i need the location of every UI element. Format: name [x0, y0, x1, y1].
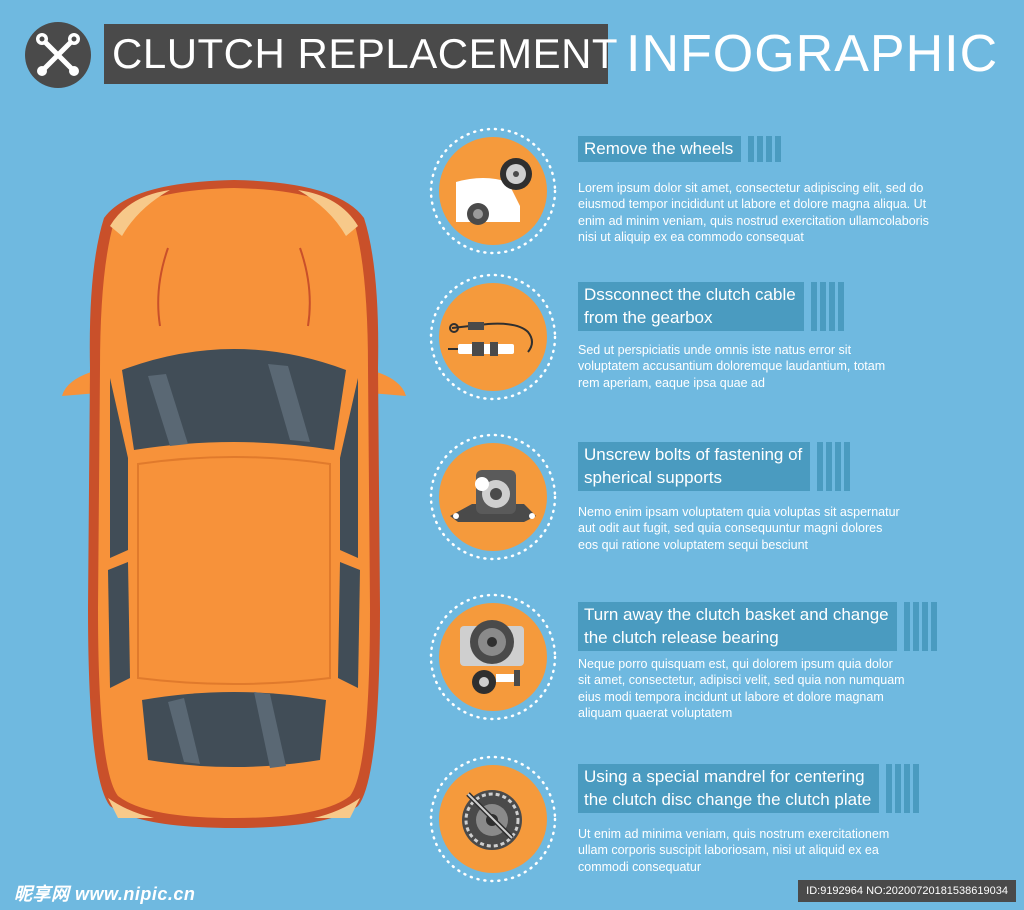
- step-4-header: Turn away the clutch basket and change t…: [578, 602, 937, 651]
- step-5-stripes: [883, 764, 920, 813]
- step-3-header: Unscrew bolts of fastening of spherical …: [578, 442, 851, 491]
- step-2-stripes: [808, 282, 844, 331]
- left-headlight: [110, 190, 170, 236]
- step-1-header: Remove the wheels: [578, 136, 782, 162]
- step-5-description: Ut enim ad minima veniam, quis nostrum e…: [578, 827, 890, 874]
- clutch-cable-icon: [428, 272, 558, 402]
- left-side-window-rear: [108, 562, 130, 688]
- watermark-text: 昵享网 www.nipic.cn: [14, 884, 196, 904]
- step-2-title: Dssconnect the clutch cable from the gea…: [578, 282, 804, 331]
- title-primary: CLUTCH REPLACEMENT: [104, 24, 618, 84]
- title-secondary: INFOGRAPHIC: [626, 25, 999, 83]
- step-1-description: Lorem ipsum dolor sit amet, consectetur …: [578, 181, 929, 244]
- crossed-wrenches-icon: [25, 22, 91, 88]
- right-side-window-front: [340, 378, 358, 558]
- step-1-stripes: [745, 136, 782, 162]
- roof: [137, 456, 331, 685]
- left-side-window-front: [110, 378, 128, 558]
- step-4-title: Turn away the clutch basket and change t…: [578, 602, 897, 651]
- clutch-basket-icon: [428, 592, 558, 722]
- right-side-window-rear: [338, 562, 360, 688]
- step-4-stripes: [901, 602, 937, 651]
- left-tail-light: [108, 798, 154, 818]
- step-3-stripes: [814, 442, 851, 491]
- step-4-description: Neque porro quisquam est, qui dolorem ip…: [578, 657, 905, 720]
- step-2-description: Sed ut perspiciatis unde omnis iste natu…: [578, 343, 886, 390]
- right-tail-light: [314, 798, 360, 818]
- right-headlight: [298, 190, 358, 236]
- step-5-title: Using a special mandrel for centering th…: [578, 764, 880, 813]
- wheel-removal-icon: [428, 126, 558, 256]
- step-3-title: Unscrew bolts of fastening of spherical …: [578, 442, 811, 491]
- clutch-disc-icon: [428, 754, 558, 884]
- step-2-header: Dssconnect the clutch cable from the gea…: [578, 282, 844, 331]
- spherical-support-icon: [428, 432, 558, 562]
- step-5-header: Using a special mandrel for centering th…: [578, 764, 920, 813]
- image-id-badge: ID:9192964 NO:20200720181538619034: [798, 880, 1016, 902]
- car-top-view-illustration: [58, 178, 410, 830]
- step-1-title: Remove the wheels: [578, 136, 742, 162]
- step-3-description: Nemo enim ipsam voluptatem quia voluptas…: [578, 505, 900, 552]
